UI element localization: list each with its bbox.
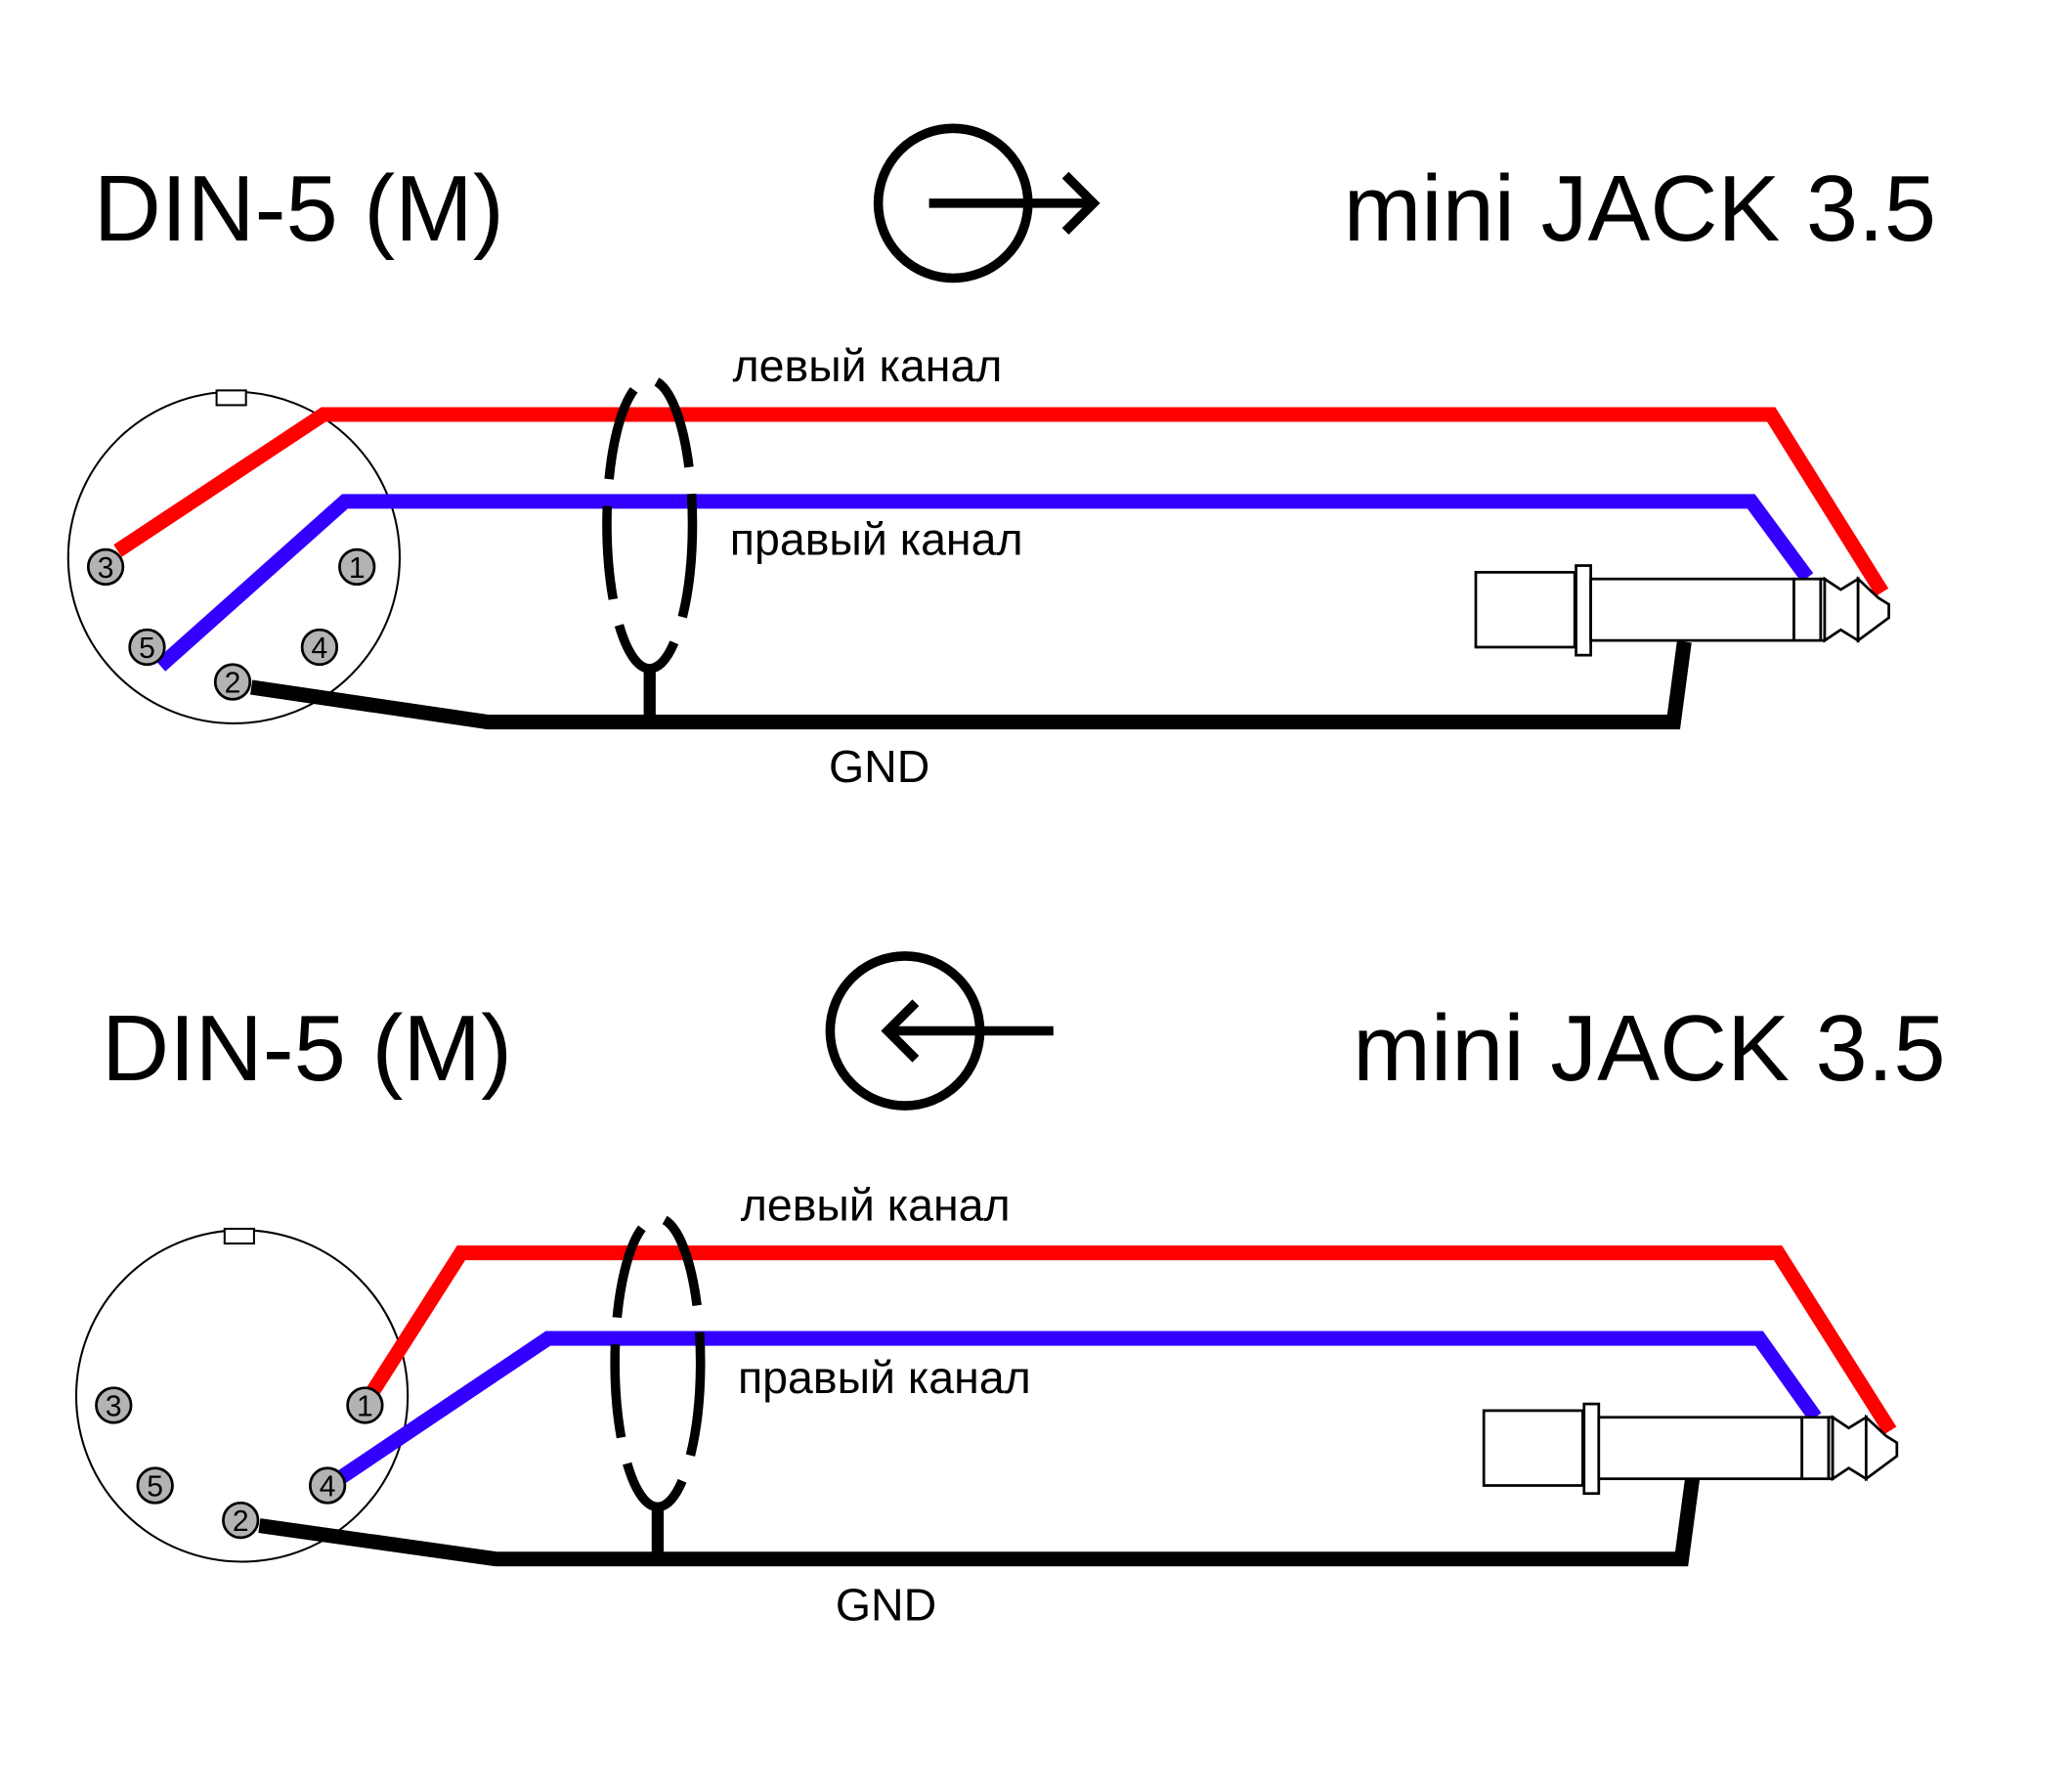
output-section: DIN-5 (M) mini JACK 3.5 3 1 5 4 2: [66, 123, 1936, 792]
left-channel-label: левый канал: [741, 1180, 1011, 1231]
pin-4: 4: [300, 628, 339, 667]
shield-icon: [610, 1213, 706, 1559]
pin-3: 3: [95, 1386, 133, 1424]
left-channel-wire: [365, 1245, 1897, 1435]
svg-text:3: 3: [106, 1390, 122, 1422]
gnd-label: GND: [836, 1580, 936, 1631]
pin-2: 2: [222, 1501, 260, 1540]
jack-title: mini JACK 3.5: [1344, 156, 1936, 261]
ground-wire: [258, 1477, 1701, 1567]
jack-plug-icon: [1482, 1402, 1899, 1496]
pin-1: 1: [346, 1386, 384, 1424]
output-arrow-icon: [873, 123, 1101, 284]
svg-text:4: 4: [312, 633, 328, 665]
input-section: DIN-5 (M) mini JACK 3.5 3 1 5 4 2: [74, 951, 1946, 1631]
pin-2: 2: [213, 663, 252, 701]
jack-title: mini JACK 3.5: [1353, 996, 1945, 1101]
jack-plug-icon: [1474, 564, 1890, 657]
svg-text:1: 1: [349, 552, 366, 585]
svg-text:2: 2: [225, 667, 241, 699]
input-arrow-icon: [825, 951, 1054, 1111]
svg-text:5: 5: [147, 1470, 163, 1503]
right-channel-wire: [155, 494, 1814, 672]
pin-5: 5: [128, 628, 166, 667]
ground-wire: [250, 640, 1692, 730]
pin-1: 1: [338, 547, 376, 587]
svg-text:5: 5: [139, 633, 155, 665]
din-title: DIN-5 (M): [94, 156, 504, 261]
left-channel-label: левый канал: [733, 340, 1003, 391]
right-channel-label: правый канал: [730, 514, 1023, 565]
svg-text:2: 2: [233, 1505, 249, 1538]
svg-text:1: 1: [357, 1390, 373, 1422]
left-channel-wire: [113, 407, 1889, 596]
pin-5: 5: [136, 1466, 174, 1505]
svg-text:3: 3: [98, 552, 114, 585]
gnd-label: GND: [829, 741, 929, 792]
shield-icon: [602, 374, 698, 722]
right-channel-label: правый канал: [738, 1352, 1031, 1403]
pin-3: 3: [86, 547, 125, 587]
pin-4: 4: [308, 1466, 347, 1505]
svg-text:4: 4: [320, 1470, 336, 1503]
right-channel-wire: [336, 1331, 1822, 1484]
din-title: DIN-5 (M): [102, 996, 512, 1101]
